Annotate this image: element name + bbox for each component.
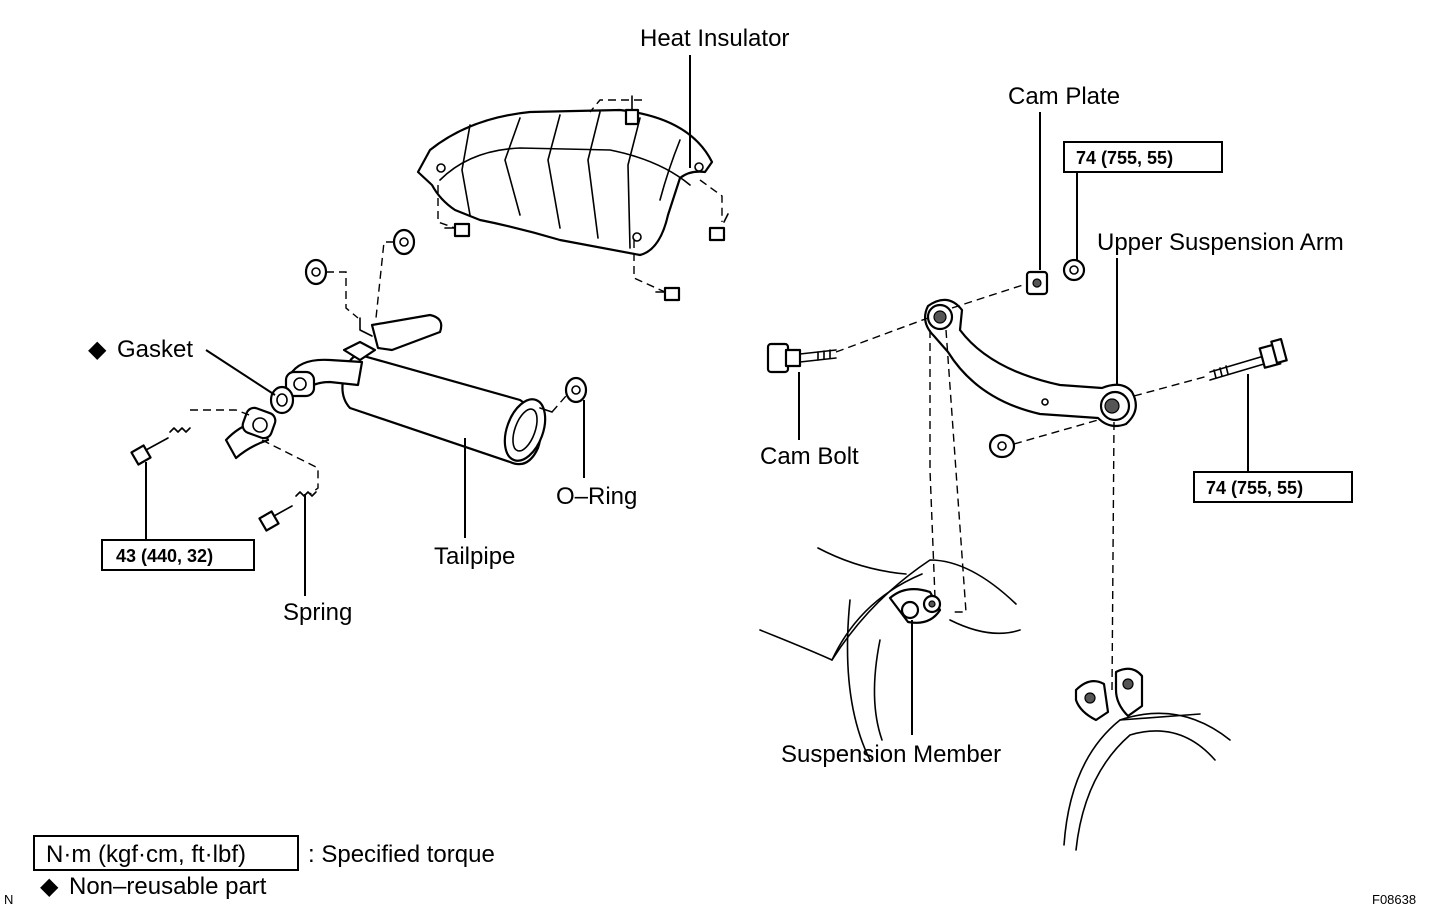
insulator-bolt-top — [624, 95, 640, 126]
arm-nut-drawing — [988, 433, 1016, 459]
tailpipe-bolts — [130, 427, 317, 532]
insulator-bolt-right — [708, 213, 729, 242]
torque-box-cam-plate — [1063, 141, 1223, 173]
torque-box-tailpipe — [101, 539, 255, 571]
legend-torque-box — [33, 835, 299, 871]
corner-code-left: N — [4, 892, 13, 907]
arm-bolt-drawing — [1209, 337, 1288, 381]
cam-bolt-drawing — [766, 342, 837, 374]
legend-torque-desc: : Specified torque — [308, 841, 495, 868]
label-suspension-member: Suspension Member — [781, 741, 1001, 768]
insulator-bolt-left — [444, 222, 471, 238]
cam-plate-nut-drawing — [1062, 258, 1086, 282]
gasket-non-reusable-mark: ◆ — [88, 336, 107, 363]
torque-value-cam-plate: 74 (755, 55) — [1076, 148, 1173, 168]
label-cam-bolt: Cam Bolt — [760, 443, 859, 470]
axle-carrier-drawing — [1063, 667, 1231, 851]
label-o-ring: O–Ring — [556, 483, 637, 510]
o-ring-drawing — [564, 376, 588, 404]
figure-code: F08638 — [1372, 892, 1416, 907]
legend-torque-units: N·m (kgf·cm, ft·lbf) — [46, 841, 246, 868]
suspension-member-drawing — [759, 547, 1021, 761]
label-tailpipe: Tailpipe — [434, 543, 515, 570]
hanger-rubbers — [304, 228, 416, 286]
front-pipe-drawing — [224, 385, 295, 460]
label-upper-suspension-arm: Upper Suspension Arm — [1097, 229, 1344, 256]
insulator-bolts — [444, 95, 729, 302]
label-spring: Spring — [283, 599, 352, 626]
label-cam-plate: Cam Plate — [1008, 83, 1120, 110]
upper-suspension-arm-drawing — [923, 298, 1137, 428]
label-heat-insulator: Heat Insulator — [640, 25, 789, 52]
torque-value-tailpipe: 43 (440, 32) — [116, 546, 213, 566]
torque-value-arm-bolt: 74 (755, 55) — [1206, 478, 1303, 498]
heat-insulator-drawing — [416, 108, 714, 257]
legend-non-reusable-mark: ◆ — [40, 873, 59, 900]
cam-plate-drawing — [1025, 270, 1049, 296]
legend-non-reusable: Non–reusable part — [69, 873, 267, 900]
tailpipe-drawing — [284, 313, 553, 466]
label-gasket: Gasket — [117, 336, 193, 363]
leader-gasket — [205, 349, 276, 396]
torque-box-arm-bolt — [1193, 471, 1353, 503]
